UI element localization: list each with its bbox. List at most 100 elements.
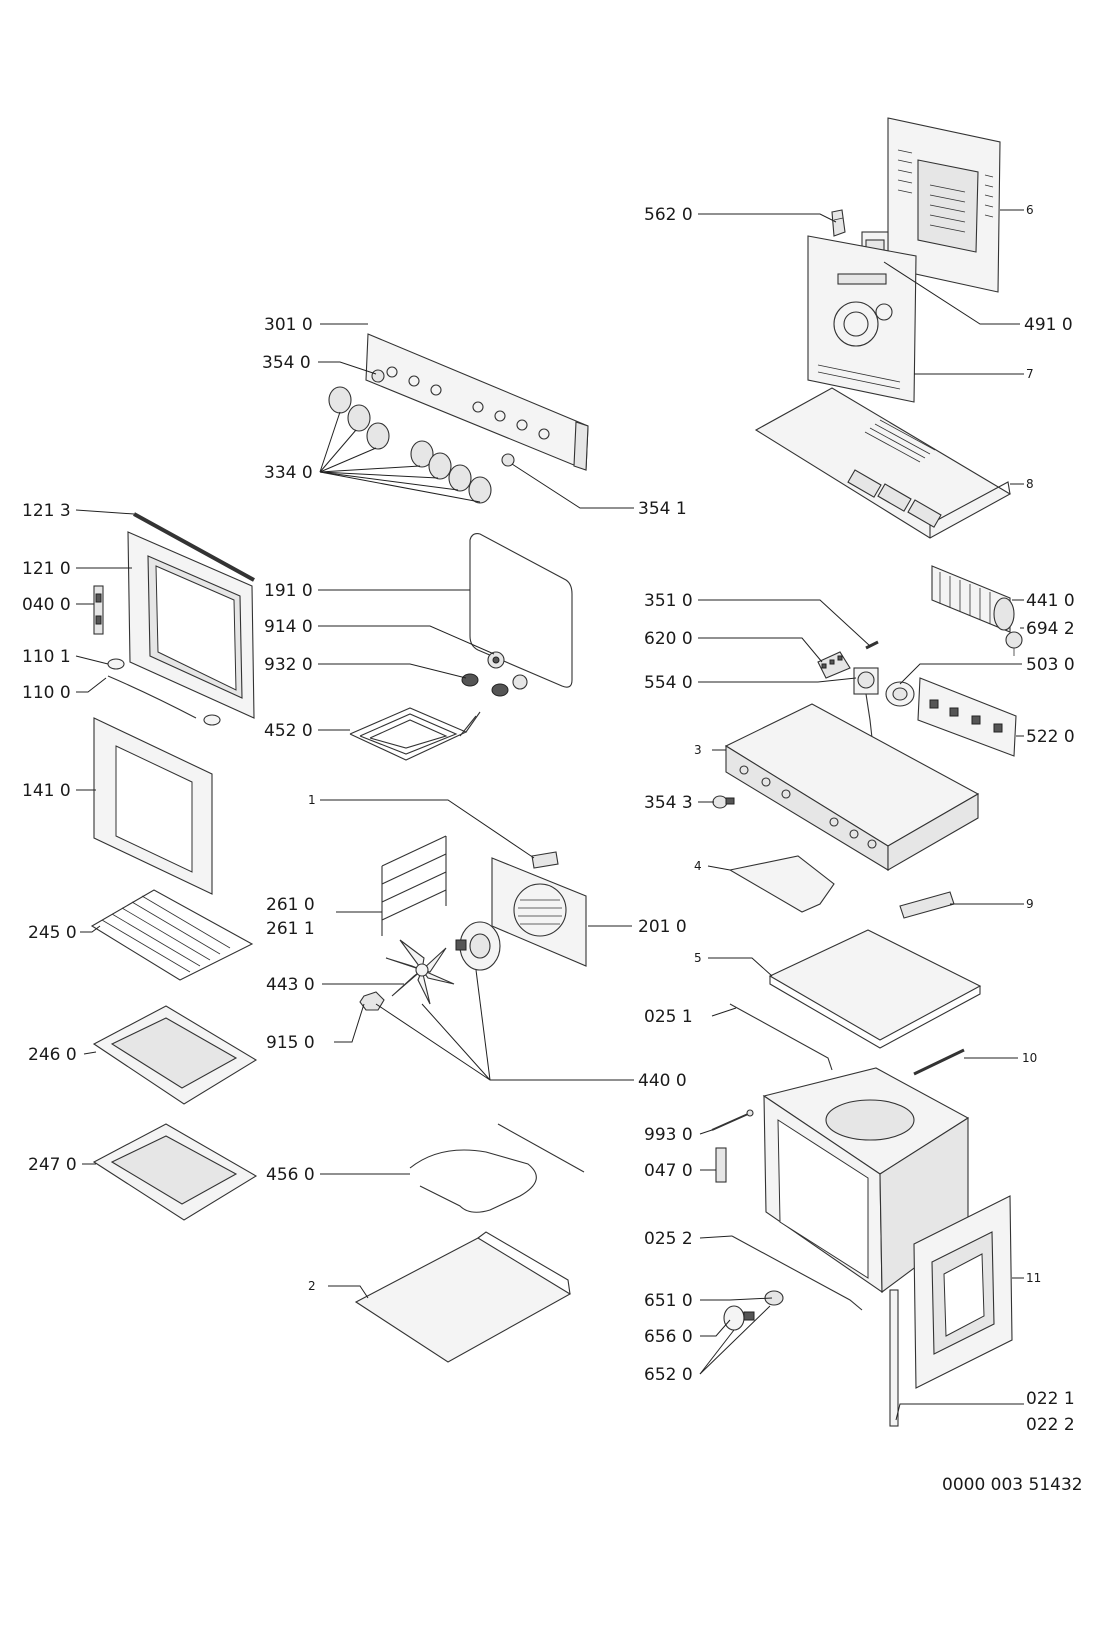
- label-334-0: 334 0: [264, 463, 313, 483]
- label-2: 2: [308, 1279, 316, 1293]
- label-441-0: 441 0: [1026, 591, 1075, 611]
- part-8-bottom-panel: [754, 387, 1012, 539]
- label-443-0: 443 0: [266, 975, 315, 995]
- label-110-0: 110 0: [22, 683, 71, 703]
- part-5-plate: [768, 929, 982, 1049]
- part-562-bracket: [831, 209, 846, 237]
- label-10: 10: [1022, 1051, 1037, 1065]
- part-651-656-652-knob-parts: [723, 1290, 784, 1331]
- part-025-1-rail: [729, 1003, 833, 1071]
- part-914-fitting: [487, 651, 505, 669]
- label-040-0: 040 0: [22, 595, 71, 615]
- label-141-0: 141 0: [22, 781, 71, 801]
- part-191-gasket: [469, 533, 573, 688]
- label-993-0: 993 0: [644, 1125, 693, 1145]
- part-247-flat-tray: [92, 1123, 258, 1221]
- part-7-rear-wall: [807, 235, 917, 403]
- label-915-0: 915 0: [266, 1033, 315, 1053]
- part-6-rear-cover: [887, 117, 1001, 293]
- part-443-fan-blade: [385, 939, 455, 1005]
- oven-cavity: [762, 1067, 970, 1294]
- label-191-0: 191 0: [264, 581, 313, 601]
- label-1: 1: [308, 793, 316, 807]
- label-452-0: 452 0: [264, 721, 313, 741]
- label-301-0: 301 0: [264, 315, 313, 335]
- label-247-0: 247 0: [28, 1155, 77, 1175]
- label-694-2: 694 2: [1026, 619, 1075, 639]
- label-110-1: 110 1: [22, 647, 71, 667]
- label-351-0: 351 0: [644, 591, 693, 611]
- label-261-0: 261 0: [266, 895, 315, 915]
- label-025-1: 025 1: [644, 1007, 693, 1027]
- label-914-0: 914 0: [264, 617, 313, 637]
- part-3-control-housing: [724, 703, 980, 871]
- part-452-grill-element: [349, 707, 481, 761]
- part-040-hinge: [93, 585, 104, 635]
- part-354-3-knob: [712, 795, 735, 809]
- label-261-1: 261 1: [266, 919, 315, 939]
- part-047-latch: [715, 1147, 727, 1183]
- label-652-0: 652 0: [644, 1365, 693, 1385]
- part-354-0-button: [371, 369, 385, 383]
- part-503-motor: [885, 681, 915, 707]
- label-022-2: 022 2: [1026, 1415, 1075, 1435]
- part-labels: 562 0 6 491 0 7 8 301 0 354 0 334 0 354 …: [22, 203, 1083, 1495]
- label-025-2: 025 2: [644, 1229, 693, 1249]
- label-6: 6: [1026, 203, 1034, 217]
- part-261-shelf-guides: [381, 835, 447, 936]
- part-121-3-strip: [133, 512, 255, 582]
- part-4-bracket: [728, 855, 835, 913]
- label-246-0: 246 0: [28, 1045, 77, 1065]
- label-522-0: 522 0: [1026, 727, 1075, 747]
- part-694-sensor: [1005, 631, 1023, 656]
- part-11-front-frame: [913, 1195, 1013, 1389]
- part-201-fan-cover: [491, 857, 587, 967]
- part-2-bottom-plate: [354, 1231, 572, 1363]
- label-4: 4: [694, 859, 702, 873]
- label-5: 5: [694, 951, 702, 965]
- part-1-bracket: [531, 851, 559, 869]
- label-121-0: 121 0: [22, 559, 71, 579]
- part-993-screw: [711, 1109, 754, 1131]
- label-8: 8: [1026, 477, 1034, 491]
- label-201-0: 201 0: [638, 917, 687, 937]
- part-025-2-rail: [731, 1235, 863, 1311]
- label-9: 9: [1026, 897, 1034, 911]
- part-932-fitting: [461, 673, 528, 697]
- label-354-3: 354 3: [644, 793, 693, 813]
- label-3: 3: [694, 743, 702, 757]
- label-121-3: 121 3: [22, 501, 71, 521]
- label-245-0: 245 0: [28, 923, 77, 943]
- part-440-fan-motor: [455, 921, 501, 971]
- part-456-lower-element: [409, 1123, 585, 1213]
- part-121-door-frame: [127, 531, 255, 719]
- label-354-1: 354 1: [638, 499, 687, 519]
- part-10-rod: [913, 1048, 965, 1076]
- label-7: 7: [1026, 367, 1034, 381]
- label-503-0: 503 0: [1026, 655, 1075, 675]
- part-522-switch-block: [917, 677, 1017, 757]
- label-047-0: 047 0: [644, 1161, 693, 1181]
- label-11: 11: [1026, 1271, 1041, 1285]
- leader-lines: [75, 209, 1024, 1421]
- part-301-control-panel: [365, 333, 589, 471]
- part-022-side-rail: [889, 1289, 899, 1427]
- part-554-thermostat: [853, 667, 879, 739]
- label-651-0: 651 0: [644, 1291, 693, 1311]
- part-246-deep-tray: [92, 1005, 258, 1105]
- part-9-bracket: [899, 891, 955, 919]
- part-351-rod: [865, 640, 879, 650]
- label-932-0: 932 0: [264, 655, 313, 675]
- label-620-0: 620 0: [644, 629, 693, 649]
- part-245-wire-shelf: [90, 889, 254, 981]
- label-354-0: 354 0: [262, 353, 311, 373]
- label-022-1: 022 1: [1026, 1389, 1075, 1409]
- part-441-fan: [931, 565, 1015, 633]
- document-number: 0000 003 51432: [942, 1475, 1083, 1495]
- label-656-0: 656 0: [644, 1327, 693, 1347]
- label-562-0: 562 0: [644, 205, 693, 225]
- part-620-switch: [817, 651, 851, 679]
- label-554-0: 554 0: [644, 673, 693, 693]
- label-491-0: 491 0: [1024, 315, 1073, 335]
